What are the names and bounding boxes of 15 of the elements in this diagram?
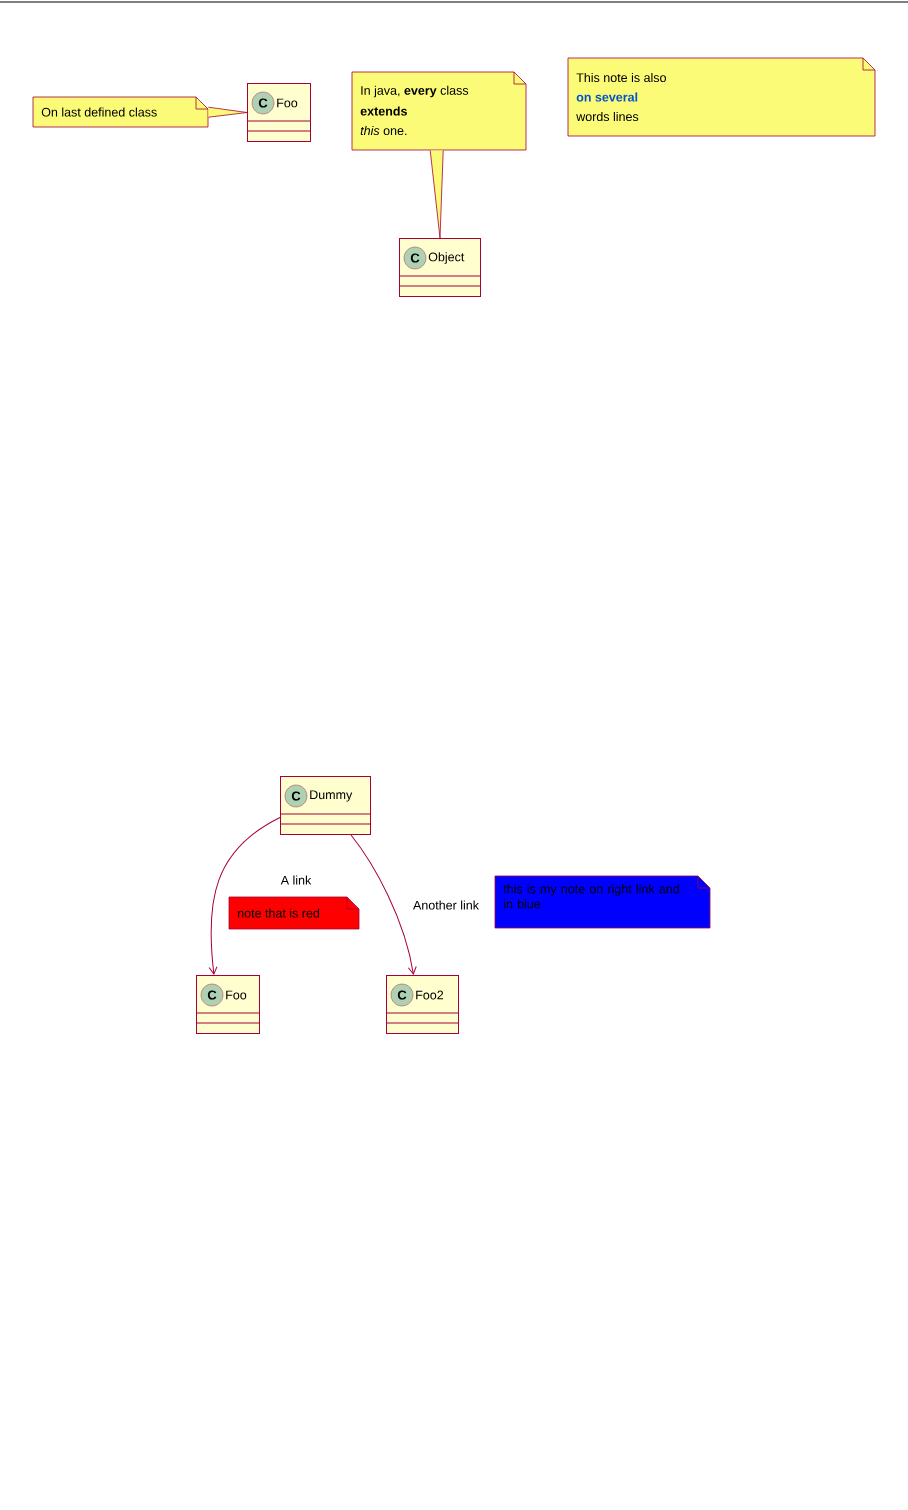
note: note that is red — [228, 896, 360, 930]
arrow — [350, 834, 417, 975]
class-box: C Foo — [195, 975, 260, 1034]
arrow — [208, 817, 281, 975]
edge-label: A link — [279, 874, 313, 886]
arrow — [429, 150, 444, 239]
note: In java, every class extends this one. — [351, 71, 527, 151]
class-box: C Foo2 — [385, 975, 459, 1034]
note: On last defined class — [32, 96, 209, 128]
class-box: C Dummy — [279, 776, 371, 835]
class-box: C Object — [398, 238, 481, 297]
note: This note is also on several words lines — [567, 57, 876, 137]
class-box: C Foo — [246, 83, 311, 142]
edge-label: Another link — [412, 899, 480, 911]
note: this is my note on right link and in blue — [494, 875, 711, 929]
